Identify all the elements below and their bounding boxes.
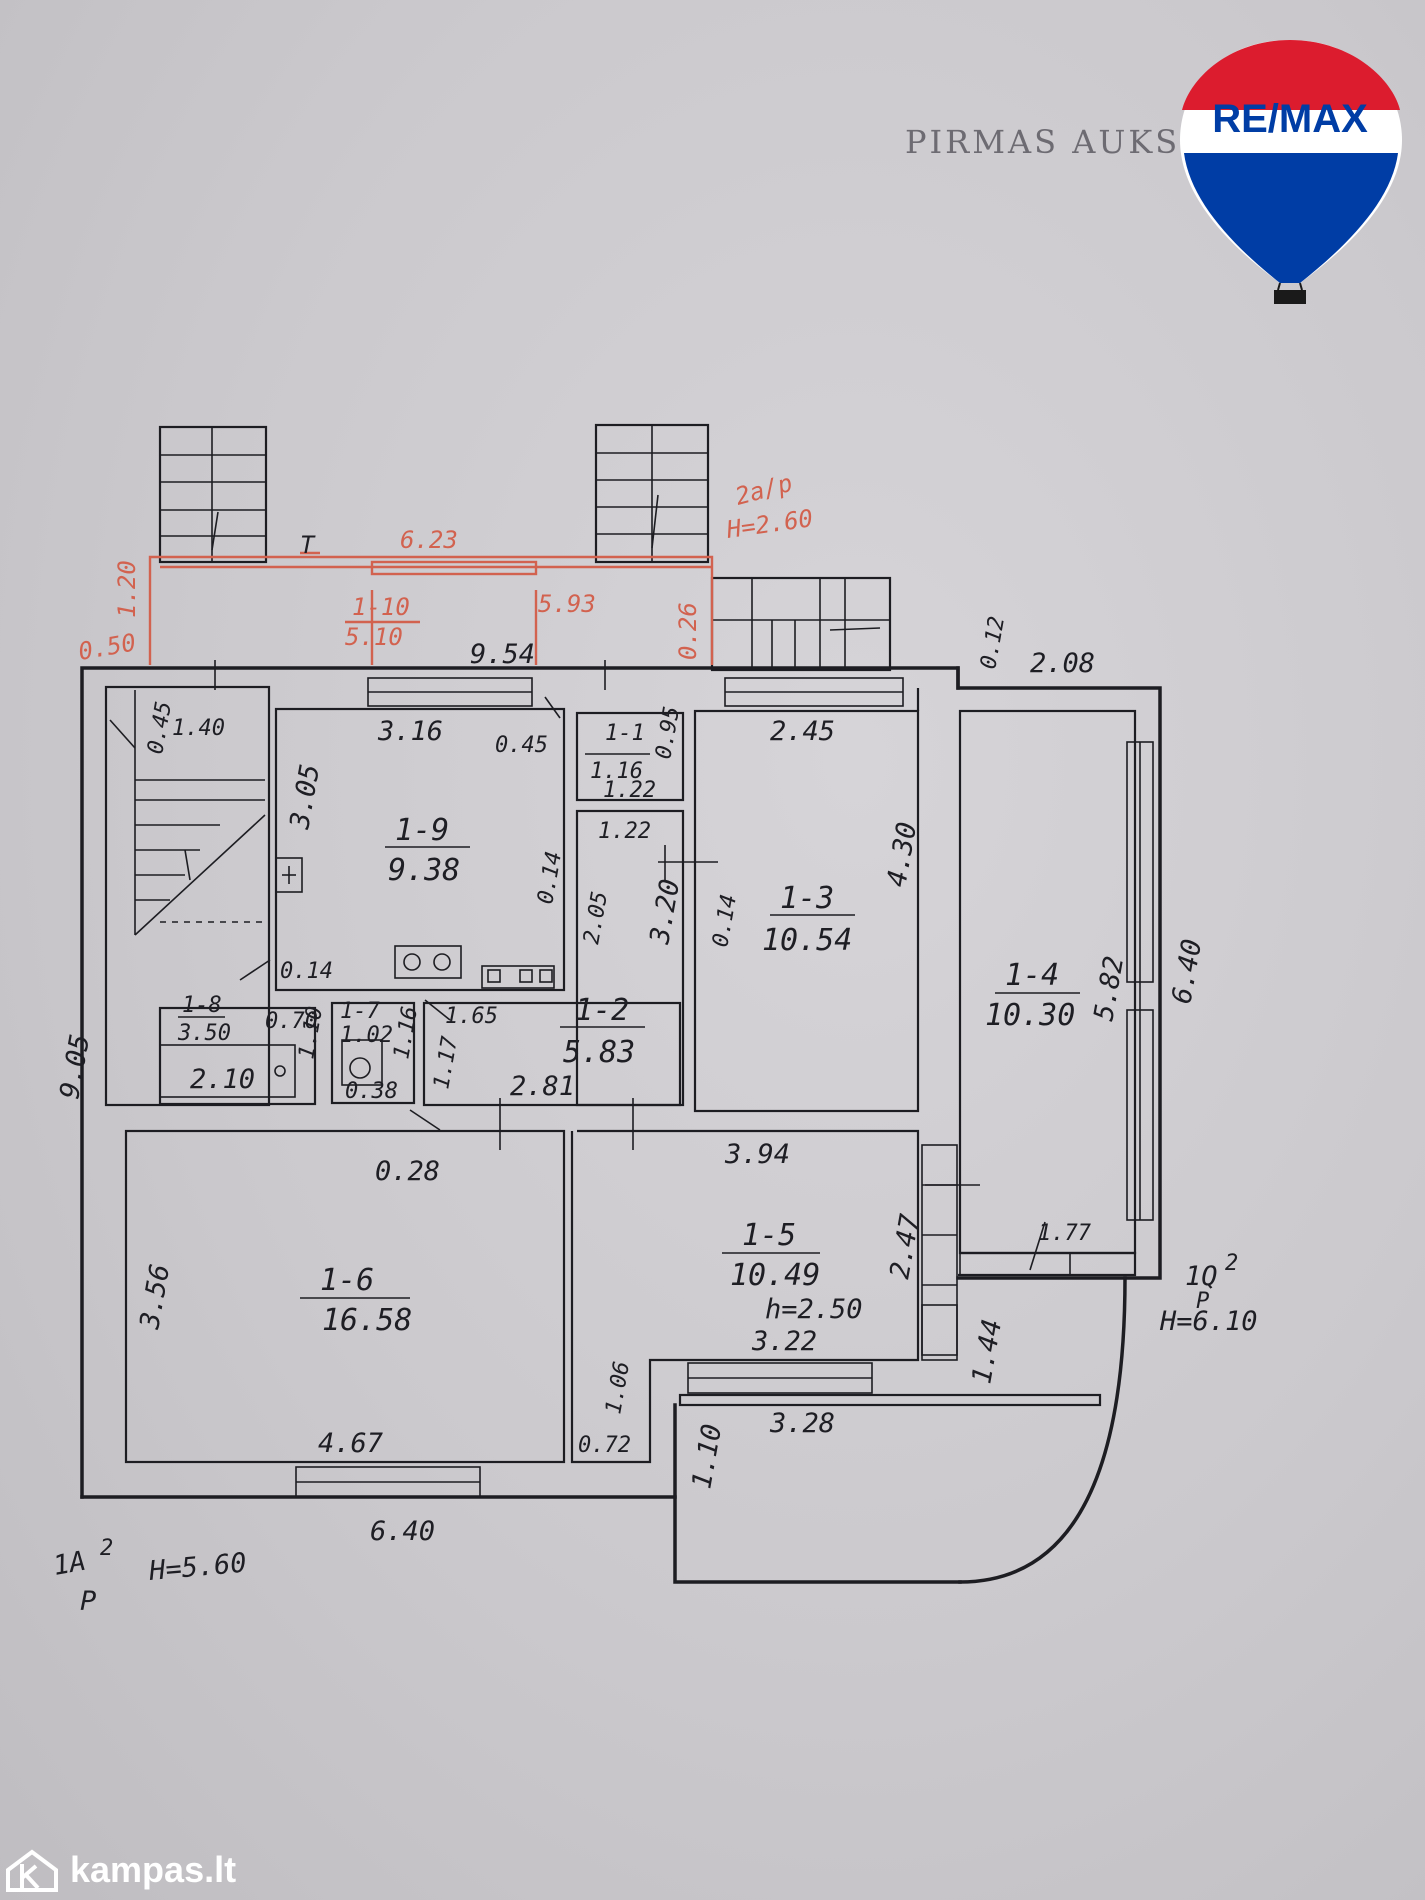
stair-inner-left: [134, 690, 266, 936]
dim-3-20: 3.20: [644, 877, 686, 947]
dim-0-70: 0.70: [265, 1009, 318, 1034]
dim-2-10: 2.10: [190, 1064, 255, 1095]
dim-2-08: 2.08: [1030, 648, 1095, 679]
door-marks: [109, 660, 1046, 1271]
red-dim-5-93: 5.93: [538, 590, 596, 618]
room-1-6-area: 16.58: [322, 1303, 412, 1338]
room-1-8-area: 3.50: [177, 1021, 231, 1046]
fixtures: [159, 857, 1071, 1361]
dim-1-22-b: 1.22: [598, 819, 651, 844]
red-dim-6-23: 6.23: [400, 526, 458, 554]
red-dim-1-20: 1.20: [113, 560, 141, 618]
dim-1-06: 1.06: [601, 1360, 635, 1417]
kampas-watermark: kampas.lt: [4, 1848, 236, 1892]
tag-right-sub: P: [1196, 1289, 1209, 1314]
room-1-4-id: 1-4: [1005, 958, 1059, 993]
red-terrace-outline: [148, 551, 714, 665]
tag-left-sup: 2: [100, 1536, 113, 1561]
dim-1-40: 1.40: [172, 716, 225, 741]
dim-0-38: 0.38: [345, 1079, 398, 1104]
dim-0-45-a: 0.45: [143, 700, 177, 757]
dim-1-65: 1.65: [445, 1004, 498, 1029]
tag-right-sup: 2: [1225, 1251, 1238, 1276]
red-dim-0-50: 0.50: [76, 628, 138, 666]
dim-3-28: 3.28: [769, 1408, 835, 1439]
room-1-1-id: 1-1: [605, 721, 645, 746]
dim-5-82: 5.82: [1088, 954, 1130, 1023]
room-1-3-id: 1-3: [780, 881, 834, 916]
dim-0-28: 0.28: [375, 1156, 440, 1187]
dim-0-12: 0.12: [976, 615, 1010, 672]
height-right: H=6.10: [1159, 1306, 1258, 1337]
dim-3-94: 3.94: [724, 1139, 790, 1170]
dim-1-17: 1.17: [429, 1034, 463, 1091]
dim-1-22-a: 1.22: [603, 778, 656, 803]
dim-1-44: 1.44: [966, 1317, 1008, 1386]
red-note-height: H=2.60: [724, 504, 815, 544]
dim-6-40-bottom: 6.40: [370, 1516, 435, 1547]
dim-9-05: 9.05: [54, 1032, 96, 1101]
dim-6-40-right: 6.40: [1166, 937, 1208, 1006]
room-1-6-id: 1-6: [320, 1263, 374, 1298]
tag-right: 1Q: [1185, 1261, 1218, 1292]
room-1-2-area: 5.83: [563, 1035, 635, 1070]
dim-0-45-b: 0.45: [495, 733, 548, 758]
stair-top-right: [710, 576, 892, 672]
dimension-labels: 9.54 0.12 2.08 1.40 0.45 3.16 0.45 0.95 …: [51, 615, 1258, 1617]
remax-logo-text: RE/MAX: [1212, 97, 1368, 141]
dim-h-2-50: h=2.50: [765, 1294, 863, 1325]
room-1-7-area: 1.02: [340, 1023, 393, 1048]
dim-0-14-b: 0.14: [708, 893, 742, 950]
remax-balloon-logo: RE/MAX: [1180, 40, 1402, 304]
dim-3-56: 3.56: [134, 1262, 176, 1332]
room-1-10-area: 5.10: [345, 623, 403, 651]
room-1-9-id: 1-9: [395, 813, 449, 848]
tag-left-sub: P: [80, 1586, 96, 1617]
room-1-8-id: 1-8: [182, 993, 222, 1018]
stair-top-middle: [594, 423, 710, 564]
height-left: H=5.60: [147, 1548, 248, 1587]
room-1-7-id: 1-7: [340, 999, 380, 1024]
room-1-2-id: 1-2: [575, 993, 629, 1028]
red-note-t: T: [300, 531, 316, 559]
red-dim-0-26: 0.26: [674, 602, 702, 660]
dim-2-05: 2.05: [579, 890, 613, 947]
room-1-10-id: 1-10: [352, 593, 410, 621]
dim-0-14-a: 0.14: [533, 850, 567, 907]
room-1-5-id: 1-5: [742, 1218, 796, 1253]
dim-2-81: 2.81: [510, 1071, 575, 1102]
room-1-9-area: 9.38: [388, 853, 460, 888]
room-1-4-area: 10.30: [985, 998, 1075, 1033]
plan-title: PIRMAS AUKS: [905, 123, 1180, 161]
dim-1-16: 1.16: [389, 1005, 423, 1062]
red-note-2a-p: 2a/p: [732, 469, 795, 511]
dim-0-14-c: 0.14: [280, 959, 333, 984]
room-1-3-area: 10.54: [762, 923, 852, 958]
dim-4-67: 4.67: [318, 1428, 383, 1459]
dim-1-10-b: 1.10: [686, 1422, 728, 1491]
room-1-5-area: 10.49: [730, 1258, 820, 1293]
tag-left: 1A: [51, 1546, 88, 1582]
dim-3-05: 3.05: [284, 762, 326, 832]
room-labels: 1-9 9.38 1-1 1.16 1-3 10.54 1-4 10.30 1-…: [177, 721, 1080, 1338]
dim-1-77: 1.77: [1038, 1221, 1092, 1246]
dim-0-72: 0.72: [578, 1433, 631, 1458]
windows: [295, 677, 1154, 1498]
dim-2-47: 2.47: [884, 1212, 926, 1281]
stair-top-left: [158, 425, 268, 564]
house-k-logo-icon: [6, 1849, 58, 1892]
kampas-text: kampas.lt: [70, 1849, 237, 1890]
dim-3-16: 3.16: [377, 716, 443, 747]
dim-2-45: 2.45: [770, 716, 835, 747]
dim-3-22: 3.22: [751, 1326, 817, 1357]
dim-9-54: 9.54: [470, 639, 535, 670]
room-1-1-area: 1.16: [590, 759, 643, 784]
